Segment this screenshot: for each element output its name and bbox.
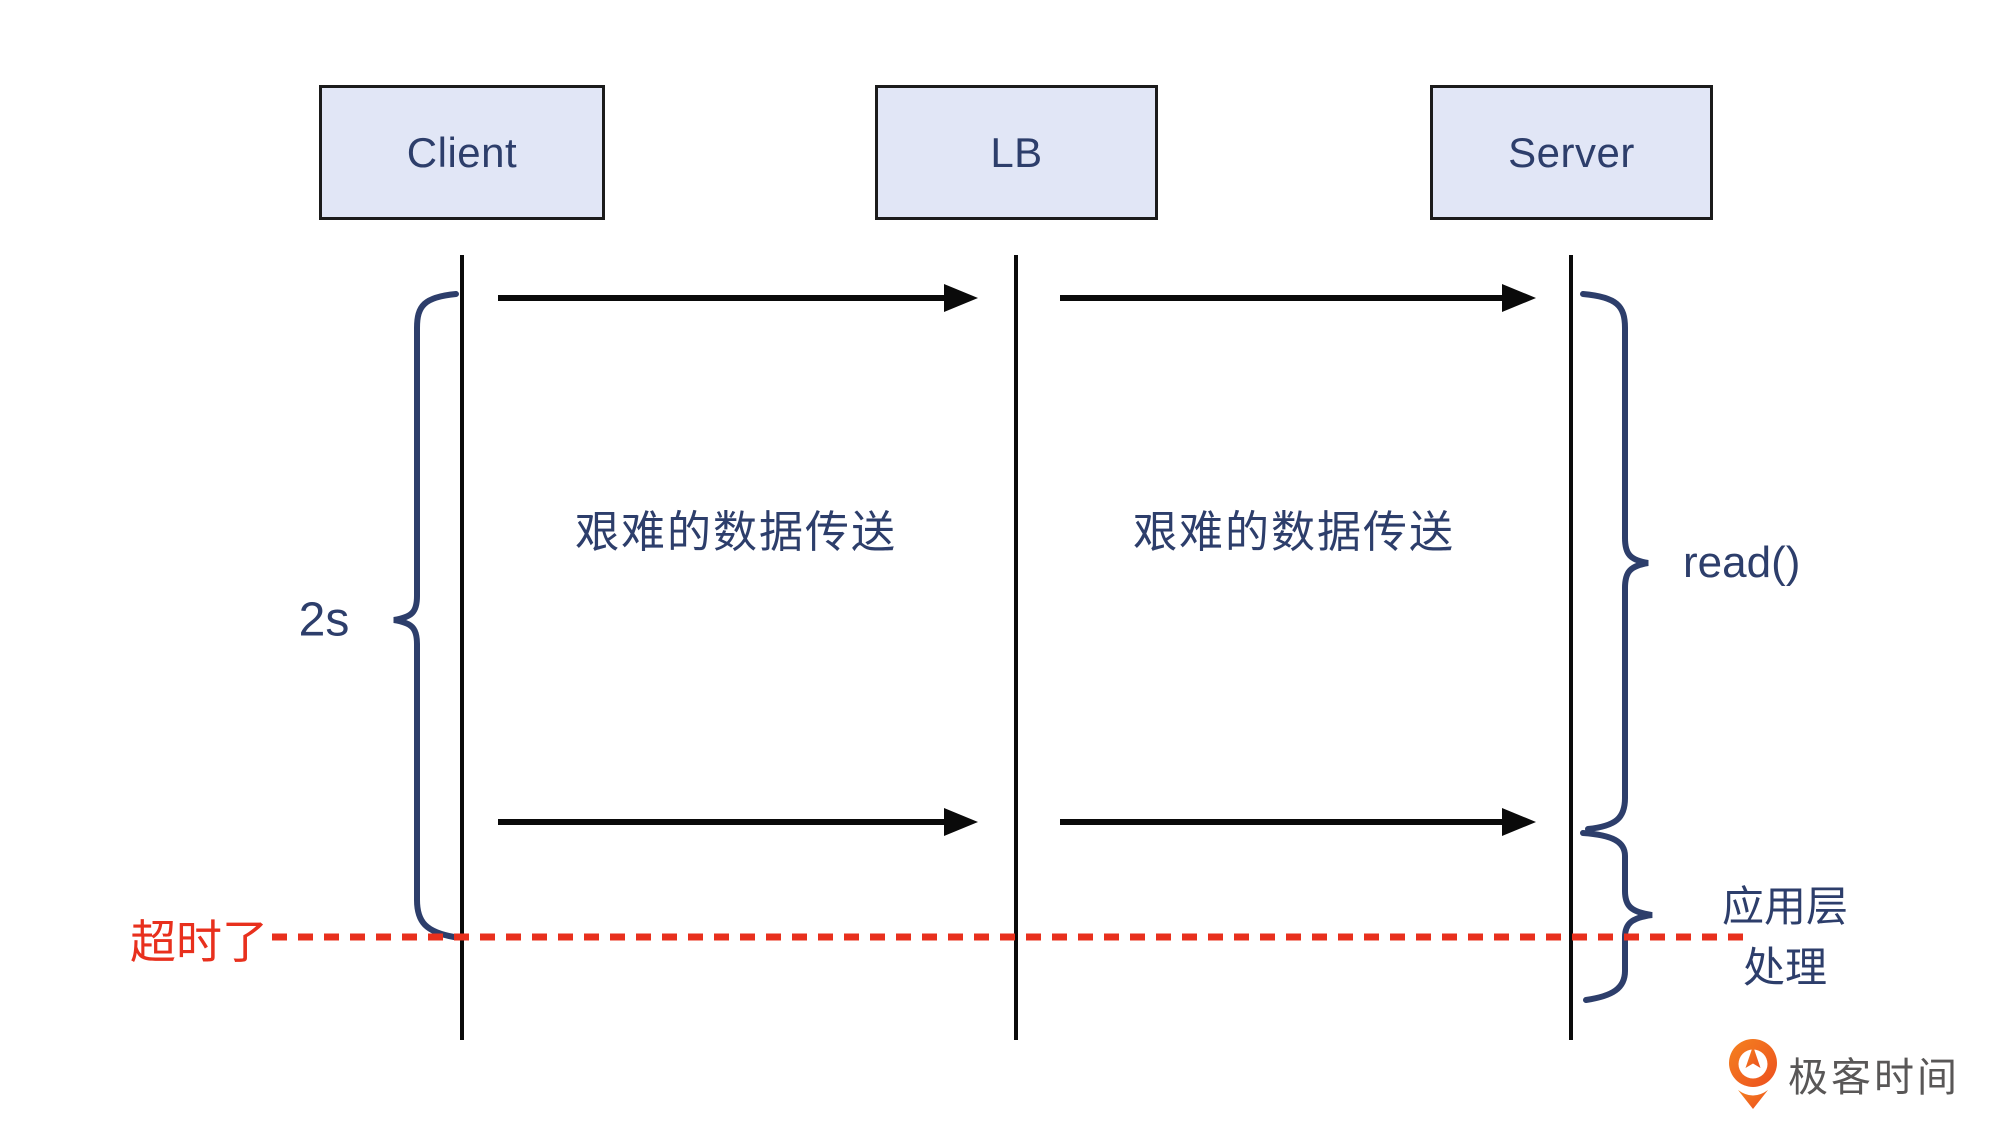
geektime-logo-icon: [1729, 1039, 1777, 1109]
geektime-brand: 极客时间: [1728, 1038, 1960, 1110]
applayer-label-line1: 应用层: [1721, 883, 1849, 930]
message-label-client-lb: 艰难的数据传送: [575, 508, 897, 557]
actor-label-client: Client: [406, 128, 518, 176]
arrow-lb-server-2: [1060, 808, 1536, 836]
read-brace: [1580, 291, 1649, 832]
arrow-lb-server-1: [1060, 284, 1536, 312]
geektime-brand-text: 极客时间: [1788, 1056, 1960, 1100]
applayer-label-line2: 处理: [1742, 944, 1828, 991]
arrow-client-lb-2: [498, 808, 978, 836]
applayer-label: 应用层 处理: [1722, 876, 1848, 998]
applayer-brace: [1580, 830, 1653, 1003]
arrow-client-lb-1: [498, 284, 978, 312]
duration-brace: [393, 291, 459, 940]
read-label: read(): [1683, 538, 1801, 587]
duration-label: 2s: [298, 593, 350, 647]
timeout-label: 超时了: [130, 916, 268, 968]
message-label-lb-server: 艰难的数据传送: [1133, 508, 1455, 557]
actor-label-lb: LB: [990, 128, 1043, 176]
actor-label-server: Server: [1508, 128, 1635, 176]
actor-box-client: Client: [319, 85, 605, 220]
actor-box-server: Server: [1430, 85, 1713, 220]
actor-box-lb: LB: [875, 85, 1158, 220]
